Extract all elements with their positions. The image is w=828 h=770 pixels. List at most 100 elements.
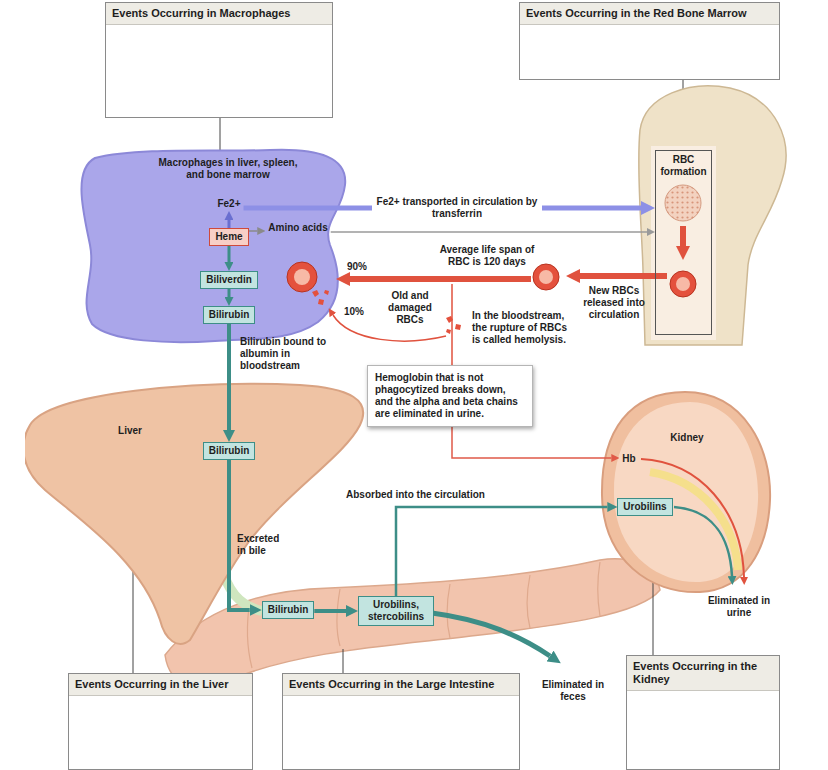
annotation: 10%: [344, 306, 364, 318]
large-intestine: [165, 559, 660, 687]
node-text: Urobilins, stercobilins: [364, 599, 428, 623]
red-blood-cell: [533, 264, 559, 290]
intestine-fold: [337, 589, 340, 646]
edge-label: Absorbed into the circulation: [346, 489, 485, 501]
node-text: Events Occurring in the Red Bone Marrow: [520, 3, 779, 25]
node-text: Biliverdin: [206, 274, 252, 286]
node-text: Amino acids: [268, 222, 327, 234]
connector: [331, 231, 647, 233]
chem-box: Bilirubin: [262, 601, 315, 619]
node-text: Fe2+: [217, 198, 240, 210]
annotation: Eliminated in feces: [538, 679, 608, 703]
node-text: Events Occurring in Macrophages: [106, 3, 332, 25]
edge-label: Fe2+ transported in circulation by trans…: [372, 196, 542, 220]
feces-arrow: [432, 613, 550, 656]
red-arrow: [680, 226, 686, 246]
node-text: Hemoglobin that is not phagocytized brea…: [375, 372, 525, 420]
node-text: Bilirubin: [209, 445, 250, 457]
node-text: Events Occurring in the Liver: [69, 674, 252, 696]
rbc-fragment: [318, 299, 324, 305]
chem-box: Bilirubin: [203, 306, 256, 324]
node-text: Heme: [215, 231, 242, 243]
edge-label: Excreted in bile: [237, 533, 287, 557]
kidney-organ-outline: [602, 392, 770, 592]
connector: [396, 507, 607, 596]
marrow-texture: [665, 185, 701, 221]
callout-box: Events Occurring in the Red Bone Marrow: [519, 2, 780, 80]
chem-box: Heme: [209, 228, 248, 246]
bone: [639, 86, 786, 345]
red-blood-cell: [539, 270, 553, 284]
liver-organ-outline: [25, 378, 370, 646]
connector: [227, 220, 230, 228]
red-arrow: [333, 315, 446, 341]
liver-organ: LiverBilirubin: [25, 378, 370, 646]
rbc-fragment: [312, 290, 319, 297]
note-box: Hemoglobin that is not phagocytized brea…: [367, 365, 533, 427]
node-text: Urobilins: [623, 501, 666, 513]
connector: [314, 609, 346, 613]
ureter: [650, 472, 738, 570]
connector: [227, 324, 231, 430]
annotation: In the bloodstream, the rupture of RBCs …: [472, 310, 574, 346]
marrow-tissue: [665, 185, 701, 221]
connector: [452, 427, 611, 458]
node-text: Hb: [622, 453, 635, 465]
callout-box: Events Occurring in the Kidney: [626, 655, 780, 770]
annotation: New RBCs released into circulation: [576, 285, 652, 321]
leader-line: [220, 118, 221, 153]
chem-box: Urobilins, stercobilins: [358, 596, 434, 626]
node-text: Macrophages in liver, spleen, and bone m…: [158, 157, 298, 181]
red-line: [451, 284, 453, 365]
red-blood-cell: [287, 262, 317, 292]
connector: [227, 246, 230, 262]
callout-box: Events Occurring in the Large Intestine: [282, 673, 520, 770]
rbc-fragment: [446, 329, 451, 334]
rbc-fragments: [312, 290, 461, 334]
macrophage-cell-outline: [81, 150, 345, 342]
callout-box: Events Occurring in the Liver: [68, 673, 253, 770]
node-text: Events Occurring in the Kidney: [627, 656, 779, 691]
leader-line: [343, 649, 344, 673]
urine-arrow: [674, 507, 732, 576]
chem-label: Fe2+: [214, 197, 243, 211]
kidney-organ: KidneyHbUrobilins: [598, 388, 775, 596]
node-text: Kidney: [663, 432, 711, 444]
intestine-fold: [598, 562, 600, 616]
intestine-fold: [527, 575, 530, 628]
node-text: Bilirubin: [268, 604, 309, 616]
node-text: Bilirubin: [209, 309, 250, 321]
urine-arrow: [641, 459, 744, 577]
node-text: Liver: [110, 425, 150, 437]
annotation: Eliminated in urine: [706, 595, 772, 619]
connector: [249, 230, 258, 232]
node-text: RBC formation: [658, 154, 709, 178]
chem-label: Amino acids: [265, 221, 330, 235]
red-blood-cell: [294, 269, 310, 285]
intestine-fold: [447, 584, 450, 638]
chem-box: Bilirubin: [203, 442, 256, 460]
rbc-fragment: [324, 290, 329, 295]
annotation: Old and damaged RBCs: [385, 290, 435, 326]
bone-marrow-surface: [651, 146, 716, 340]
chem-box: Biliverdin: [200, 271, 258, 289]
red-arrow: [580, 273, 667, 279]
liver-organ-outline: [25, 384, 363, 644]
edge-label: Bilirubin bound to albumin in bloodstrea…: [240, 336, 332, 372]
node-text: Events Occurring in the Large Intestine: [283, 674, 519, 696]
chem-box: Urobilins: [617, 498, 672, 516]
connector: [228, 289, 231, 297]
rbc-fragment: [455, 324, 461, 330]
annotation: 90%: [347, 261, 367, 273]
red-arrow: [350, 276, 531, 282]
red-blood-cell: [670, 271, 696, 297]
macrophage-cell: Macrophages in liver, spleen, and bone m…: [75, 145, 355, 347]
red-blood-cell: [676, 277, 690, 291]
chem-label: Hb: [619, 452, 638, 466]
rbc-formation-box: RBC formation: [655, 150, 712, 335]
callout-box: Events Occurring in Macrophages: [105, 2, 333, 118]
annotation: Average life span of RBC is 120 days: [432, 244, 542, 268]
kidney-organ-outline: [598, 388, 775, 596]
kidney-organ-inner: [614, 402, 758, 582]
rbc-fragment: [446, 316, 453, 323]
